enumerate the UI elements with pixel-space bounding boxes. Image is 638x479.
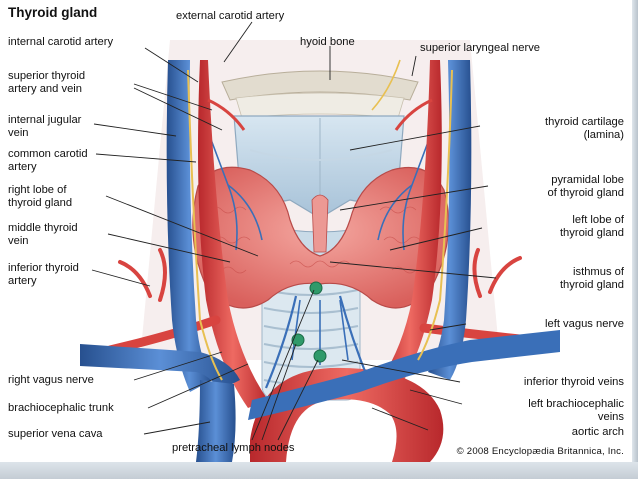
hyoid-bone	[221, 70, 419, 119]
label-isthmus: isthmus of thyroid gland	[559, 266, 624, 291]
label-superior-thyroid-artery-and-vein: superior thyroid artery and vein	[8, 70, 86, 95]
label-brachiocephalic-trunk: brachiocephalic trunk	[8, 402, 114, 414]
left-internal-jugular-vein	[428, 60, 472, 380]
label-inferior-thyroid-veins: inferior thyroid veins	[523, 376, 624, 388]
label-pretracheal-lymph-nodes: pretracheal lymph nodes	[172, 442, 295, 454]
label-middle-thyroid-vein: middle thyroid vein	[8, 222, 78, 247]
label-left-lobe: left lobe of thyroid gland	[559, 214, 624, 239]
label-internal-jugular-vein: internal jugular vein	[8, 114, 82, 139]
leader-lines	[91, 21, 497, 441]
diagram-title: Thyroid gland	[8, 5, 98, 20]
label-pyramidal-lobe: pyramidal lobe of thyroid gland	[547, 174, 625, 199]
right-internal-jugular-vein	[166, 60, 212, 392]
label-left-vagus-nerve: left vagus nerve	[545, 318, 624, 330]
copyright-credit: © 2008 Encyclopædia Britannica, Inc.	[456, 446, 624, 457]
label-common-carotid-artery: common carotid artery	[8, 148, 88, 173]
trachea	[261, 269, 361, 401]
brachiocephalic-veins	[80, 330, 560, 420]
thyroid-illustration	[80, 21, 560, 462]
superior-vena-cava	[196, 380, 236, 462]
label-external-carotid-artery: external carotid artery	[176, 10, 285, 22]
label-hyoid-bone: hyoid bone	[300, 36, 355, 48]
left-common-carotid-artery	[378, 60, 442, 392]
window-edge-right	[632, 0, 638, 479]
window-edge-bottom	[0, 462, 638, 479]
label-thyroid-cartilage: thyroid cartilage (lamina)	[545, 116, 624, 141]
superior-thyroid-arteries	[207, 98, 433, 131]
diagram-frame: Thyroid gland external carotid artery in…	[0, 0, 632, 462]
label-left-brachiocephalic-veins: left brachiocephalic veins	[528, 398, 624, 423]
pretracheal-lymph-nodes	[291, 281, 327, 363]
label-superior-laryngeal-nerve: superior laryngeal nerve	[420, 42, 541, 54]
label-superior-vena-cava: superior vena cava	[8, 428, 103, 440]
label-internal-carotid-artery: internal carotid artery	[8, 36, 114, 48]
label-aortic-arch: aortic arch	[571, 426, 624, 438]
inferior-thyroid-veins	[264, 295, 372, 389]
label-right-lobe: right lobe of thyroid gland	[8, 184, 73, 209]
vagus-nerves	[187, 59, 453, 381]
label-right-vagus-nerve: right vagus nerve	[8, 374, 94, 386]
label-inferior-thyroid-artery: inferior thyroid artery	[8, 262, 79, 287]
